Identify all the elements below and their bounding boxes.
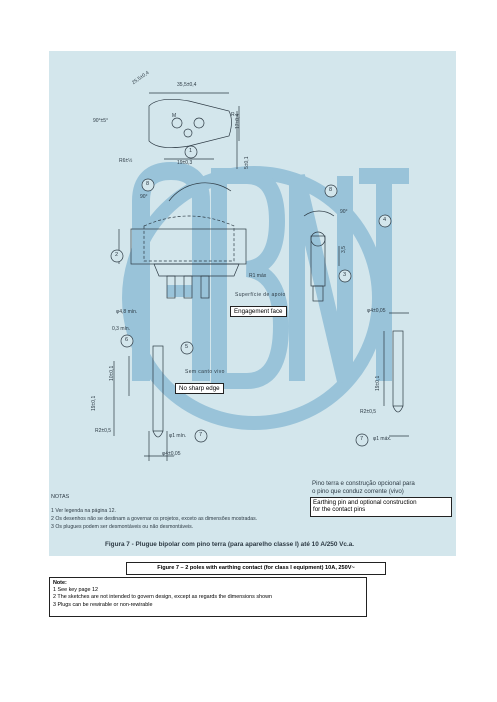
earthing-pin-label: Earthing pin and optional construction f… bbox=[310, 497, 452, 517]
dim-r: R bbox=[231, 112, 235, 118]
callout-1: 1 bbox=[189, 148, 193, 154]
callout-6: 6 bbox=[125, 337, 129, 343]
notas-1: 1 Ver legenda na página 12. bbox=[51, 508, 116, 514]
callout-5: 5 bbox=[185, 344, 189, 350]
notas-title: NOTAS bbox=[51, 494, 70, 500]
callout-8a: 8 bbox=[146, 181, 150, 187]
no-sharp-edge-label: No sharp edge bbox=[175, 383, 224, 395]
contact-pin-detail-right bbox=[383, 312, 409, 437]
pino-terra-line-2: o pino que conduz corrente (vivo) bbox=[312, 488, 404, 495]
callout-2: 2 bbox=[115, 252, 119, 258]
earthing-line-1: Earthing pin and optional construction bbox=[313, 499, 417, 506]
notas-2: 2 Os desenhos não se destinam a governar… bbox=[51, 516, 258, 522]
dim-3-5: 3,5 bbox=[341, 246, 347, 253]
dim-m: M bbox=[172, 113, 177, 119]
dim-angle-90b: 90° bbox=[140, 194, 148, 200]
dim-r2b: R2±0,5 bbox=[360, 409, 377, 415]
engagement-face-label: Engagement face bbox=[230, 306, 287, 318]
contact-pin-detail-left bbox=[113, 345, 174, 461]
dim-angle-90a: 90°±5° bbox=[93, 118, 109, 124]
dim-d1-max: φ1 máx. bbox=[373, 436, 392, 442]
dim-angle-90c: 90° bbox=[340, 209, 348, 215]
label-superficie: Superfície de apoio bbox=[235, 292, 286, 298]
dim-19b: 19±0,1 bbox=[91, 395, 97, 411]
dim-0-3-min: 0,3 mín. bbox=[112, 326, 131, 332]
dim-10: 10±0,1 bbox=[109, 365, 115, 381]
dim-r6: R6±½ bbox=[119, 158, 133, 164]
callout-8b: 8 bbox=[329, 187, 333, 193]
dim-d4-005a: φ4±0,05 bbox=[367, 308, 386, 314]
earthing-line-2: for the contact pins bbox=[313, 506, 366, 514]
figure-caption-en: Figure 7 – 2 poles with earthing contact… bbox=[126, 562, 386, 575]
callout-circles bbox=[110, 145, 392, 447]
dim-r2a: R2±0,5 bbox=[95, 428, 112, 434]
callout-3: 3 bbox=[343, 272, 347, 278]
note-heading: Note: bbox=[53, 580, 67, 586]
plug-top-view bbox=[148, 92, 240, 169]
note-line-2: 2 The sketches are not intended to gover… bbox=[53, 594, 272, 601]
dim-19c: 19±0,1 bbox=[375, 375, 381, 391]
figure-caption-pt: Figura 7 - Plugue bipolar com pino terra… bbox=[105, 541, 355, 548]
dim-d4-8-min: φ4,8 mín. bbox=[116, 309, 138, 315]
drawing-svg bbox=[110, 92, 409, 461]
callout-4: 4 bbox=[383, 217, 387, 223]
label-sem-canto-vivo: Sem canto vivo bbox=[185, 369, 225, 375]
pino-terra-line-1: Pino terra e construção opcional para bbox=[312, 480, 415, 487]
dim-35-5: 35,5±0,4 bbox=[177, 82, 197, 88]
technical-drawing: 1 8 2 3 4 8 5 6 7 7 25,5±0,4 35,5±0,4 90… bbox=[49, 51, 456, 556]
note-line-1: 1 See key page 12 bbox=[53, 587, 98, 594]
note-line-3: 3 Plugs can be rewirable or non-rewirabl… bbox=[53, 601, 153, 608]
note-box: Note: 1 See key page 12 2 The sketches a… bbox=[49, 577, 367, 617]
dim-r1-max: R1 máx bbox=[249, 273, 267, 279]
dim-19: 19±0,3 bbox=[177, 160, 193, 166]
dim-d4-005b: φ4±0,05 bbox=[162, 451, 181, 457]
dim-17: 17±0,4 bbox=[235, 113, 241, 129]
notas-3: 3 Os plugues podem ser desmontáveis ou n… bbox=[51, 524, 194, 530]
callout-7a: 7 bbox=[199, 432, 203, 438]
dim-5: 5±0,1 bbox=[244, 156, 250, 169]
dim-d1-min: φ1 mín. bbox=[169, 433, 187, 439]
earthing-pin-side-view bbox=[303, 210, 340, 302]
callout-7b: 7 bbox=[360, 436, 364, 442]
